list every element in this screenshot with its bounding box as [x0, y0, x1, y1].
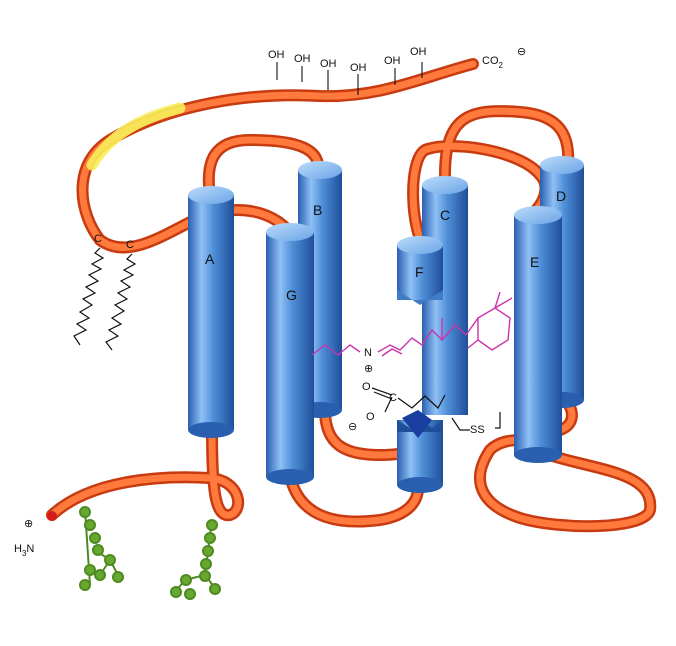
hydroxyl-4: OH	[350, 62, 367, 74]
counterion-carbon: C	[389, 392, 397, 404]
n-terminus-label: H3N	[14, 543, 34, 558]
c-terminus-charge: ⊖	[517, 46, 526, 58]
helix-label-G: G	[286, 287, 297, 303]
helix-label-A: A	[205, 251, 215, 267]
hydroxyl-5: OH	[384, 55, 401, 67]
palmitoyl-highlight	[86, 102, 186, 171]
glycan-chain-2	[170, 519, 221, 600]
hydroxyl-6: OH	[410, 46, 427, 58]
helix-E	[514, 206, 562, 463]
retinal-nitrogen: N	[364, 347, 372, 359]
helix-label-F: F	[415, 264, 424, 280]
glycan-chain-1	[79, 506, 124, 591]
helix-C	[422, 176, 468, 415]
hydroxyl-bonds	[276, 62, 423, 95]
helix-A	[188, 186, 234, 438]
palmitoyl-carbon-1: C	[94, 233, 102, 245]
hydroxyl-2: OH	[294, 53, 311, 65]
helix-F	[397, 236, 443, 493]
retinal-charge: ⊕	[364, 363, 373, 375]
counterion-oxygen-2: O	[366, 411, 375, 423]
hydroxyl-1: OH	[268, 49, 285, 61]
counterion-structure	[371, 387, 446, 413]
retinal-chromophore	[311, 291, 513, 357]
helix-label-E: E	[530, 254, 539, 270]
palmitoyl-carbon-2: C	[126, 239, 134, 251]
helix-G	[266, 223, 314, 485]
helix-label-B: B	[313, 202, 322, 218]
disulfide-label: SS	[470, 424, 485, 436]
n-terminus-charge: ⊕	[24, 518, 33, 530]
counterion-oxygen-1: O	[362, 381, 371, 393]
disulfide-bond	[451, 412, 501, 431]
c-terminus-label: CO2	[482, 55, 504, 70]
helix-label-D: D	[556, 188, 566, 204]
helix-label-C: C	[440, 207, 450, 223]
n-terminus-cap	[47, 511, 57, 521]
palmitoyl-chain-2	[105, 253, 137, 351]
counterion-charge: ⊖	[348, 421, 357, 433]
hydroxyl-3: OH	[320, 58, 337, 70]
palmitoyl-chain-1	[73, 247, 105, 346]
